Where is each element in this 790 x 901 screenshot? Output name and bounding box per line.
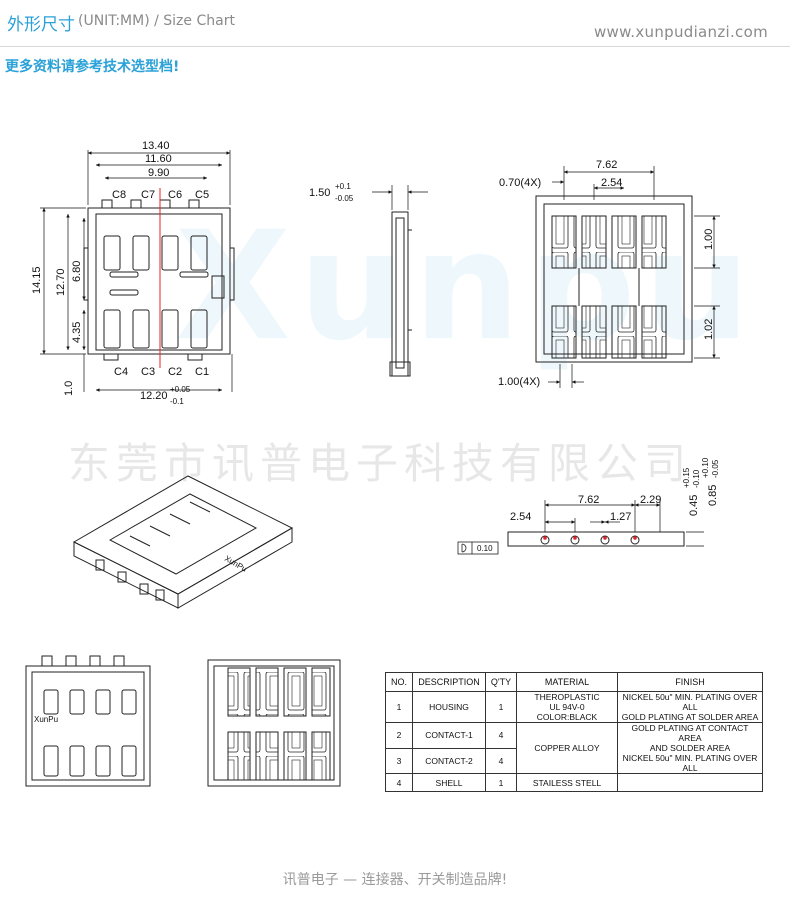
page-header: 外形尺寸 (UNIT:MM) / Size Chart www.xunpudia…	[0, 0, 790, 48]
subtitle: 更多资料请参考技术选型档!	[5, 59, 180, 75]
footer-slogan: 讯普电子 — 连接器、开关制造品牌!	[282, 872, 508, 888]
pin-label-c4: C4	[114, 366, 128, 378]
finish-line: AND SOLDER AREA	[649, 743, 731, 753]
dim-11-60: 11.60	[145, 153, 172, 165]
cell-qty: 4	[485, 747, 517, 774]
bom-table: NO. DESCRIPTION Q'TY MATERIAL FINISH 1 H…	[385, 672, 763, 792]
finish-line: GOLD PLATING AT SOLDER AREA	[621, 712, 759, 722]
finish-line: GOLD PLATING AT CONTACT AREA	[631, 723, 749, 743]
pin-label-c1: C1	[195, 366, 209, 378]
header-divider	[0, 46, 790, 47]
cell-no: 2	[385, 722, 413, 749]
cell-finish	[617, 773, 763, 792]
dim-12-20-tol-minus: -0.1	[170, 397, 184, 406]
front-dim-0-85-tol-plus: +0.10	[701, 457, 710, 478]
front-dim-7-62: 7.62	[578, 494, 599, 506]
finish-line: NICKEL 50u" MIN. PLATING OVER ALL	[622, 753, 758, 773]
front-dim-0-45-tol-plus: +0.15	[682, 467, 691, 488]
cell-finish: NICKEL 50u" MIN. PLATING OVER ALL GOLD P…	[617, 691, 763, 723]
website-link[interactable]: www.xunpudianzi.com	[593, 23, 768, 41]
front-dim-0-45: 0.45	[688, 495, 700, 516]
pin-label-c5: C5	[195, 189, 209, 201]
side-dim-1-50: 1.50	[309, 187, 330, 199]
pcb-dim-1-00-4x: 1.00(4X)	[498, 376, 540, 388]
front-dim-1-27: 1.27	[610, 511, 631, 523]
col-no: NO.	[385, 672, 413, 692]
cell-desc: CONTACT-1	[412, 722, 486, 749]
flatness-value: 0.10	[477, 544, 493, 553]
dim-12-70: 12.70	[55, 268, 67, 296]
front-dim-0-45-tol-minus: -0.10	[692, 469, 701, 488]
dim-6-80: 6.80	[71, 261, 83, 282]
side-dim-tol-plus: +0.1	[335, 182, 351, 191]
front-dim-2-29: 2.29	[640, 494, 661, 506]
front-dim-0-85-tol-minus: -0.05	[711, 459, 720, 478]
pcb-view	[535, 195, 693, 363]
dim-12-20-tol-plus: +0.05	[170, 385, 191, 394]
front-dim-0-85: 0.85	[707, 485, 719, 506]
table-row: 4 SHELL 1 STAILESS STELL	[385, 773, 763, 792]
top-view	[83, 199, 235, 361]
front-view-dim-lines	[544, 500, 704, 547]
dim-1-0: 1.0	[63, 381, 75, 396]
finish-line: NICKEL 50u" MIN. PLATING OVER ALL	[622, 692, 758, 712]
cell-contact-material: COPPER ALLOY	[516, 722, 618, 774]
col-description: DESCRIPTION	[412, 672, 486, 692]
table-row: 2 CONTACT-1 4 COPPER ALLOY GOLD PLATING …	[385, 722, 763, 774]
cell-no: 3	[385, 747, 413, 774]
pin-label-c2: C2	[168, 366, 182, 378]
cell-contact-finish: GOLD PLATING AT CONTACT AREA AND SOLDER …	[617, 722, 763, 774]
cell-qty: 1	[485, 691, 517, 723]
pin-label-c8: C8	[112, 189, 126, 201]
front-dim-2-54: 2.54	[510, 511, 531, 523]
bottom-mid-view	[207, 659, 341, 787]
dim-14-15: 14.15	[31, 266, 43, 294]
col-qty: Q'TY	[485, 672, 517, 692]
pcb-dim-7-62: 7.62	[596, 159, 617, 171]
isometric-view	[72, 475, 294, 609]
cell-no: 1	[385, 691, 413, 723]
cell-qty: 4	[485, 722, 517, 749]
cell-desc: SHELL	[412, 773, 486, 792]
cell-desc: CONTACT-2	[412, 747, 486, 774]
pin-label-c7: C7	[141, 189, 155, 201]
dim-13-40: 13.40	[142, 140, 170, 152]
col-material: MATERIAL	[516, 672, 618, 692]
pcb-dim-2-54: 2.54	[601, 177, 622, 189]
cell-desc: HOUSING	[412, 691, 486, 723]
flatness-callout: 0.10	[457, 541, 499, 555]
top-view-labels: 13.40 11.60 9.90 14.15 12.70 6.80 4.35 1…	[31, 140, 209, 406]
dim-9-90: 9.90	[148, 167, 169, 179]
front-view	[507, 531, 685, 547]
cell-no: 4	[385, 773, 413, 792]
material-line: THEROPLASTIC	[534, 692, 600, 702]
table-header-row: NO. DESCRIPTION Q'TY MATERIAL FINISH	[385, 672, 763, 692]
section-title: 外形尺寸	[7, 15, 75, 35]
cell-material: STAILESS STELL	[516, 773, 618, 792]
front-view-red-marks	[543, 536, 637, 540]
dim-4-35: 4.35	[71, 322, 83, 343]
pin-label-c3: C3	[141, 366, 155, 378]
side-view-dim-lines	[372, 185, 428, 210]
side-dim-tol-minus: -0.05	[335, 194, 354, 203]
table-row: 3 CONTACT-2 4	[385, 747, 763, 774]
pcb-view-dim-lines	[548, 166, 720, 388]
iso-brand-mark: XunPu	[223, 554, 248, 574]
col-finish: FINISH	[617, 672, 763, 692]
bottom-left-brand: XunPu	[34, 715, 58, 724]
dim-12-20: 12.20	[140, 390, 168, 402]
table-row: 1 HOUSING 1 THEROPLASTIC UL 94V-0 COLOR:…	[385, 691, 763, 723]
bottom-left-view	[25, 655, 151, 787]
pcb-dim-0-70: 0.70(4X)	[499, 177, 541, 189]
pin-label-c6: C6	[168, 189, 182, 201]
unit-label: (UNIT:MM) / Size Chart	[78, 13, 235, 29]
side-view	[389, 211, 412, 377]
pcb-dim-1-00: 1.00	[703, 229, 715, 250]
pcb-dim-1-02: 1.02	[703, 319, 715, 340]
top-view-dim-lines	[40, 150, 233, 392]
cell-material: THEROPLASTIC UL 94V-0 COLOR:BLACK	[516, 691, 618, 723]
cell-qty: 1	[485, 773, 517, 792]
material-line: UL 94V-0 COLOR:BLACK	[536, 702, 598, 722]
